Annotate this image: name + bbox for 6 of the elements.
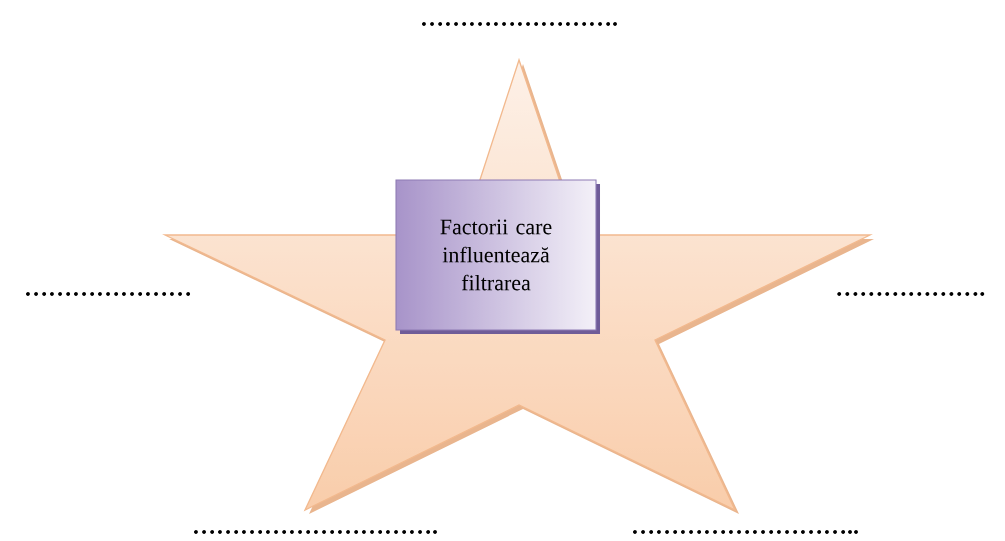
fill-in-line: ………………… bbox=[26, 292, 191, 296]
text-box: Factorii care influentează filtrarea bbox=[395, 179, 600, 334]
fill-in-line: ………………. bbox=[837, 292, 985, 296]
fill-in-line: …………………………. bbox=[194, 530, 437, 534]
fill-in-line: ……………………….. bbox=[633, 530, 858, 534]
fill-in-line: ……………………. bbox=[422, 22, 617, 26]
